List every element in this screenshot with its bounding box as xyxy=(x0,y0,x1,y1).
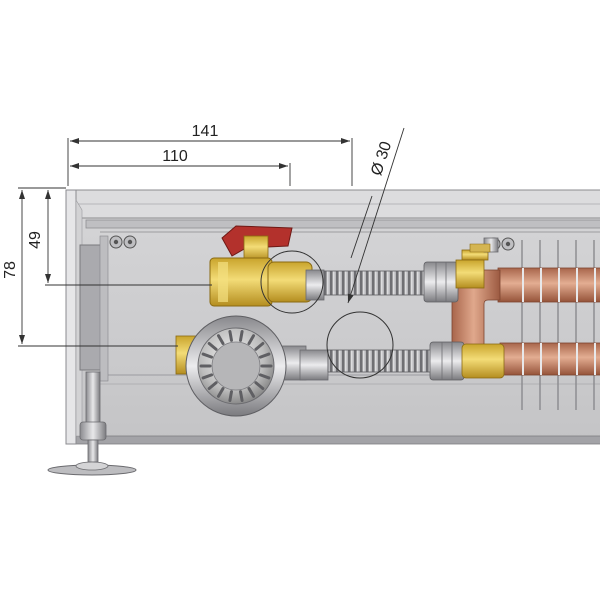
heat-exchanger xyxy=(451,237,600,410)
flex-hose-upper xyxy=(323,259,485,303)
valve-head-ridge xyxy=(254,342,265,351)
valve-head-ridge xyxy=(247,387,255,398)
valve-head-ridge xyxy=(228,390,233,402)
dimension-110-label: 110 xyxy=(162,148,188,165)
valve-head-ridge xyxy=(217,334,225,345)
adjustable-foot xyxy=(47,371,137,476)
valve-head-ridge xyxy=(239,330,244,342)
ball-valve xyxy=(209,225,325,307)
valve-head-ridge xyxy=(207,381,218,390)
dimension-49-label: 49 xyxy=(27,231,44,249)
screw-icon xyxy=(501,237,515,251)
valve-head-ridge xyxy=(228,330,233,342)
valve-head-ridge xyxy=(247,334,255,345)
dimension-lines xyxy=(18,127,405,347)
dimension-141-label: 141 xyxy=(192,123,219,140)
valve-head-ridge xyxy=(254,381,265,390)
valve-head-ridge xyxy=(201,352,214,359)
valve-head-ridge xyxy=(239,390,244,402)
valve-head-ridge xyxy=(258,373,271,380)
valve-head-ridge xyxy=(207,342,218,351)
detail-circle-upper xyxy=(260,250,324,314)
detail-circle-lower xyxy=(326,311,394,379)
valve-head-ridge xyxy=(201,373,214,380)
screw-icon xyxy=(109,235,123,249)
screw-icon xyxy=(123,235,137,249)
dimension-diameter-label: Ø 30 xyxy=(368,139,395,177)
valve-head-ridge xyxy=(258,352,271,359)
convector-housing xyxy=(65,189,600,445)
flex-hose-lower xyxy=(327,341,505,381)
dimension-78-label: 78 xyxy=(2,261,19,279)
valve-head-ridge xyxy=(217,387,225,398)
